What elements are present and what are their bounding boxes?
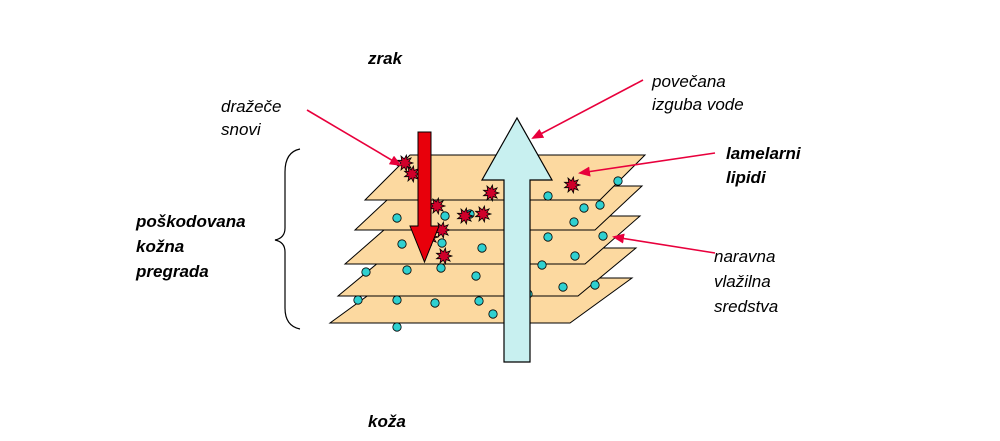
cyan-dot-icon	[474, 296, 484, 306]
cyan-dot-icon	[598, 231, 608, 241]
cyan-dot-icon	[579, 203, 589, 213]
cyan-dot-icon	[569, 217, 579, 227]
moisturizers-pointer	[612, 233, 716, 254]
cyan-dot-icon	[430, 298, 440, 308]
barrier-label-line-2: kožna	[136, 237, 185, 256]
water-loss-arrow	[480, 116, 554, 363]
lipids-pointer	[578, 152, 716, 177]
water-loss-label-line-1: povečana	[652, 72, 726, 91]
irritant-penetration-arrow	[409, 131, 440, 264]
red-spiky-particle-icon	[482, 183, 501, 203]
cyan-dot-icon	[353, 295, 363, 305]
cyan-dot-icon	[361, 267, 371, 277]
irritant-particles	[396, 153, 582, 266]
red-spiky-particle-icon	[403, 164, 422, 184]
red-spiky-particle-icon	[428, 196, 447, 216]
cyan-dot-icon	[437, 238, 447, 248]
cyan-dot-icon	[397, 239, 407, 249]
cyan-dot-icon	[537, 260, 547, 270]
cyan-dot-icon	[392, 295, 402, 305]
cyan-dot-icon	[440, 211, 450, 221]
red-spiky-particle-icon	[474, 204, 493, 224]
cyan-dot-icon	[392, 322, 402, 332]
cyan-dot-icon	[590, 280, 600, 290]
irritants-label-line-2: snovi	[221, 120, 261, 139]
cyan-dot-icon	[488, 309, 498, 319]
moisturizers-label-line-1: naravna	[714, 247, 776, 266]
cyan-dot-icon	[402, 265, 412, 275]
irritants-pointer	[306, 109, 402, 167]
water-loss-label-line-2: izguba vode	[652, 95, 744, 114]
moisturizers-label-line-2: vlažilna	[714, 272, 771, 291]
red-spiky-particle-icon	[456, 206, 475, 226]
red-spiky-particle-icon	[435, 246, 454, 266]
air-label: zrak	[368, 49, 403, 68]
cyan-dot-icon	[543, 232, 553, 242]
cyan-dot-icon	[558, 282, 568, 292]
cyan-dot-icon	[543, 191, 553, 201]
lipids-label-line-2: lipidi	[726, 168, 766, 187]
cyan-dot-icon	[471, 271, 481, 281]
cyan-dot-icon	[570, 251, 580, 261]
cyan-dot-icon	[392, 213, 402, 223]
cyan-dot-icon	[595, 200, 605, 210]
moisturizers-label-line-3: sredstva	[714, 297, 779, 316]
irritants-label-line-1: dražeče	[221, 97, 282, 116]
cyan-dot-icon	[436, 263, 446, 273]
barrier-label-line-1: poškodovana	[136, 212, 246, 231]
water-loss-pointer	[531, 79, 644, 139]
cyan-dot-icon	[477, 243, 487, 253]
skin-label: koža	[368, 412, 406, 431]
barrier-label-line-3: pregrada	[136, 262, 209, 281]
barrier-brace	[274, 148, 301, 330]
lipids-label-line-1: lamelarni	[726, 144, 801, 163]
cyan-dot-icon	[613, 176, 623, 186]
red-spiky-particle-icon	[563, 175, 582, 195]
